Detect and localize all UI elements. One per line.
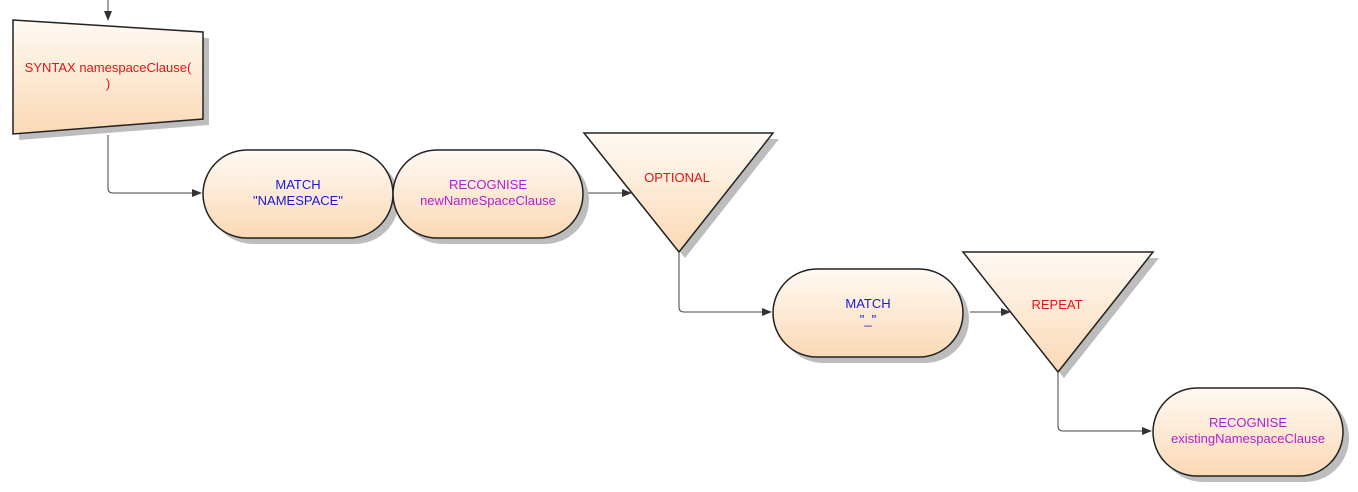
match-namespace-label-line2: "NAMESPACE"	[253, 193, 343, 208]
recognise-new-label-line2: newNameSpaceClause	[420, 193, 556, 208]
recognise-existing-node[interactable]: RECOGNISE existingNamespaceClause	[1152, 387, 1349, 482]
syntax-node-label-line1: SYNTAX namespaceClause(	[25, 60, 192, 75]
syntax-node[interactable]: SYNTAX namespaceClause( )	[12, 19, 209, 140]
connector-repeat-to-recognise	[1057, 372, 1152, 435]
optional-shape	[582, 132, 775, 254]
optional-node[interactable]: OPTIONAL	[582, 132, 779, 258]
recognise-new-node[interactable]: RECOGNISE newNameSpaceClause	[392, 149, 589, 244]
repeat-label: REPEAT	[1031, 297, 1082, 312]
recognise-new-shape	[392, 149, 584, 239]
optional-label: OPTIONAL	[644, 170, 710, 185]
match-underscore-node[interactable]: MATCH "_"	[772, 268, 969, 363]
recognise-existing-label-line1: RECOGNISE	[1209, 415, 1287, 430]
recognise-existing-label-line2: existingNamespaceClause	[1171, 431, 1325, 446]
match-underscore-label-line1: MATCH	[845, 296, 890, 311]
match-underscore-shape	[772, 268, 964, 358]
syntax-node-shape	[12, 19, 204, 135]
syntax-node-label-line2: )	[106, 76, 110, 91]
recognise-new-label-line1: RECOGNISE	[449, 177, 527, 192]
recognise-existing-shape	[1152, 387, 1344, 477]
repeat-node[interactable]: REPEAT	[961, 251, 1159, 378]
connectors	[104, 0, 1152, 435]
match-underscore-label-line2: "_"	[860, 312, 877, 327]
connector-syntax-to-match	[107, 135, 202, 197]
match-namespace-label-line1: MATCH	[275, 177, 320, 192]
match-namespace-node[interactable]: MATCH "NAMESPACE"	[202, 149, 399, 244]
repeat-shape	[961, 251, 1155, 374]
connector-optional-to-match	[678, 252, 772, 316]
